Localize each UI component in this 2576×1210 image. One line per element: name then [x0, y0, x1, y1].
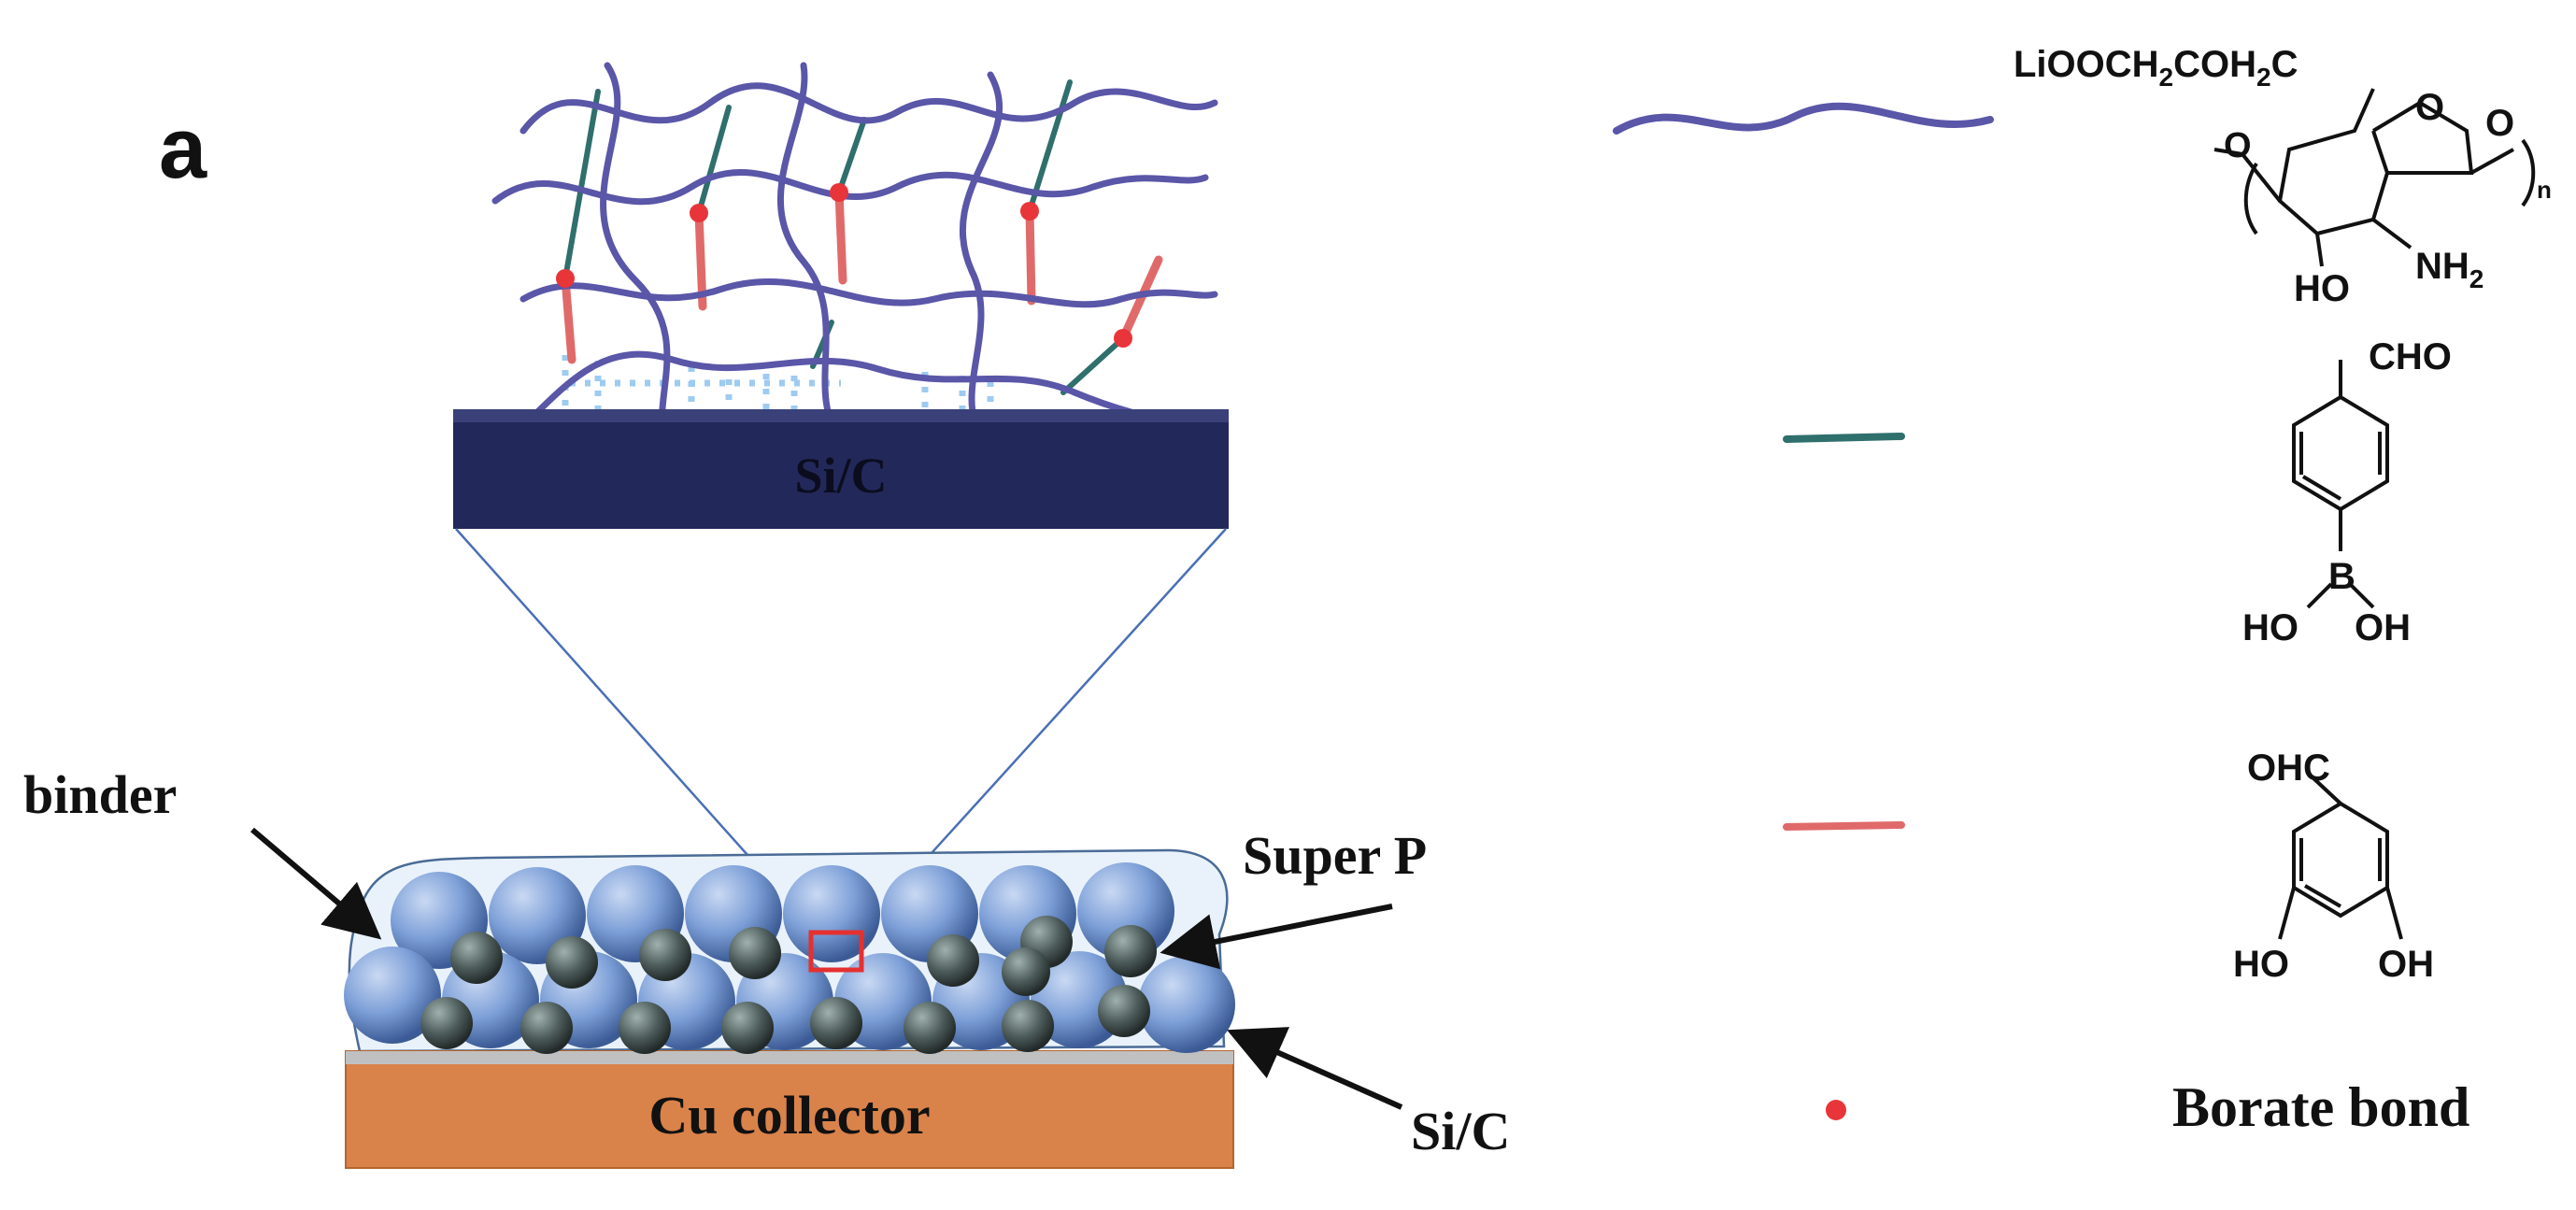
polymer-network	[491, 62, 1218, 443]
svg-text:O: O	[2485, 103, 2514, 144]
boronic-structure: CHO B HO OH	[2242, 336, 2452, 648]
superp-particles	[420, 916, 1157, 1054]
cu-collector	[345, 1050, 1234, 1169]
svg-text:OH: OH	[2378, 944, 2434, 985]
svg-text:CHO: CHO	[2369, 336, 2452, 377]
substrate-label: Si/C	[794, 448, 887, 504]
svg-text:HO: HO	[2294, 268, 2350, 309]
zoom-box	[808, 930, 864, 973]
catechol-structure: OHC HO OH	[2233, 747, 2434, 985]
svg-text:B: B	[2328, 556, 2355, 597]
legend-polymer-line	[1613, 102, 1994, 135]
legend-boronic-line	[1783, 433, 1905, 443]
svg-text:O: O	[2415, 87, 2444, 128]
callouts: binder Super P Si/C	[23, 764, 1510, 1161]
legend-borate-dot	[1826, 1100, 1846, 1120]
borate-label: Borate bond	[2172, 1076, 2469, 1138]
svg-text:O: O	[2224, 126, 2252, 165]
svg-text:LiOOCH2COH2C: LiOOCH2COH2C	[2014, 44, 2298, 92]
collector-label: Cu collector	[648, 1085, 930, 1146]
polymer-structure: LiOOCH2COH2C O O O n HO NH2	[2014, 44, 2552, 309]
svg-text:HO: HO	[2233, 944, 2289, 985]
legend-catechol-line	[1783, 821, 1905, 831]
sic-substrate: Si/C	[453, 409, 1229, 529]
svg-text:NH2: NH2	[2415, 246, 2483, 293]
binder-callout: binder	[23, 764, 177, 825]
panel-label: a	[159, 101, 207, 196]
legend: LiOOCH2COH2C O O O n HO NH2 C	[1613, 44, 2552, 1138]
svg-text:n: n	[2537, 176, 2552, 204]
electrode: Cu collector	[344, 848, 1235, 1169]
svg-text:OH: OH	[2355, 607, 2411, 648]
sic-callout: Si/C	[1411, 1101, 1510, 1161]
svg-text:HO: HO	[2242, 607, 2298, 648]
superp-callout: Super P	[1243, 825, 1427, 886]
